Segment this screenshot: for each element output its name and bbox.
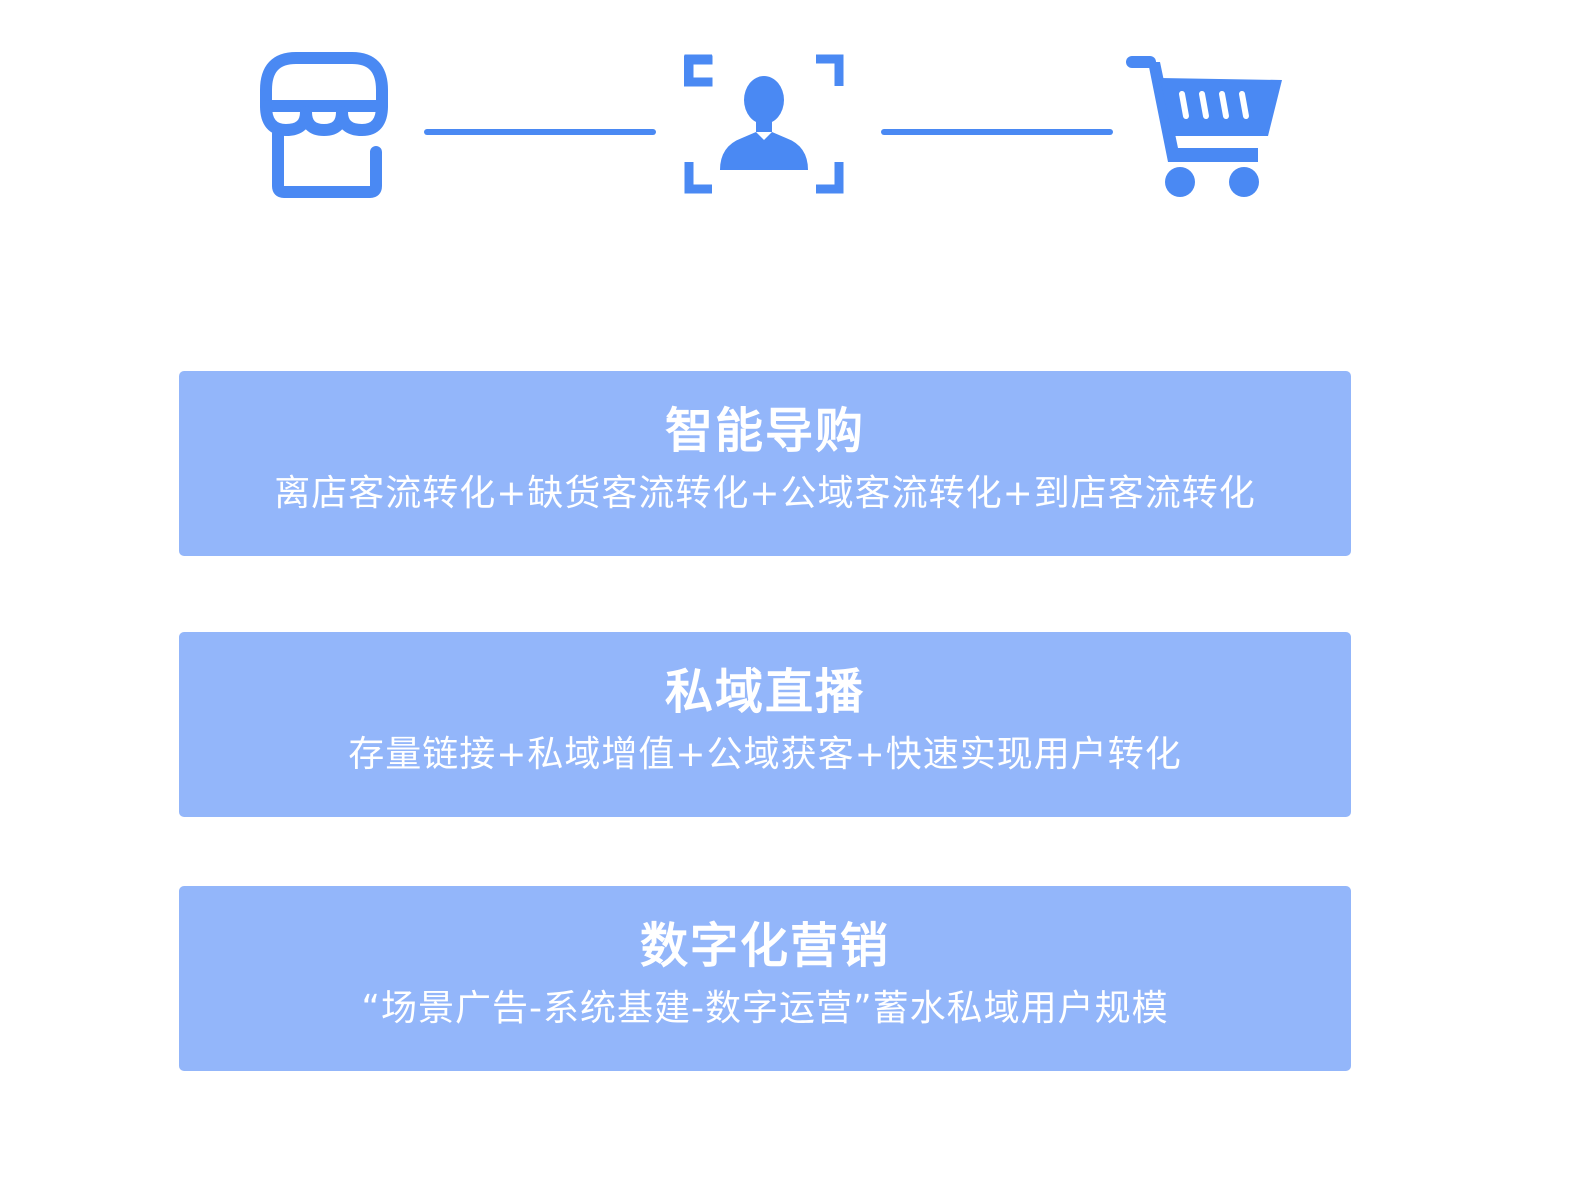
connector-line [424,129,656,135]
card-title: 智能导购 [664,403,865,459]
feature-card-smart-shopping-guide: 智能导购 离店客流转化+缺货客流转化+公域客流转化+到店客流转化 [179,371,1351,556]
card-description: “场景广告-系统基建-数字运营”蓄水私域用户规模 [361,988,1169,1029]
shopping-cart-icon [1126,56,1282,197]
card-description: 存量链接+私域增值+公域获客+快速实现用户转化 [348,734,1182,775]
card-title: 数字化营销 [639,918,890,974]
card-description: 离店客流转化+缺货客流转化+公域客流转化+到店客流转化 [274,473,1256,514]
user-profile-icon [684,54,844,194]
store-icon [260,52,388,198]
card-title: 私域直播 [664,664,865,720]
feature-card-digital-marketing: 数字化营销 “场景广告-系统基建-数字运营”蓄水私域用户规模 [179,886,1351,1071]
feature-card-private-live-stream: 私域直播 存量链接+私域增值+公域获客+快速实现用户转化 [179,632,1351,817]
flow-diagram [0,0,1580,220]
connector-line [881,129,1113,135]
